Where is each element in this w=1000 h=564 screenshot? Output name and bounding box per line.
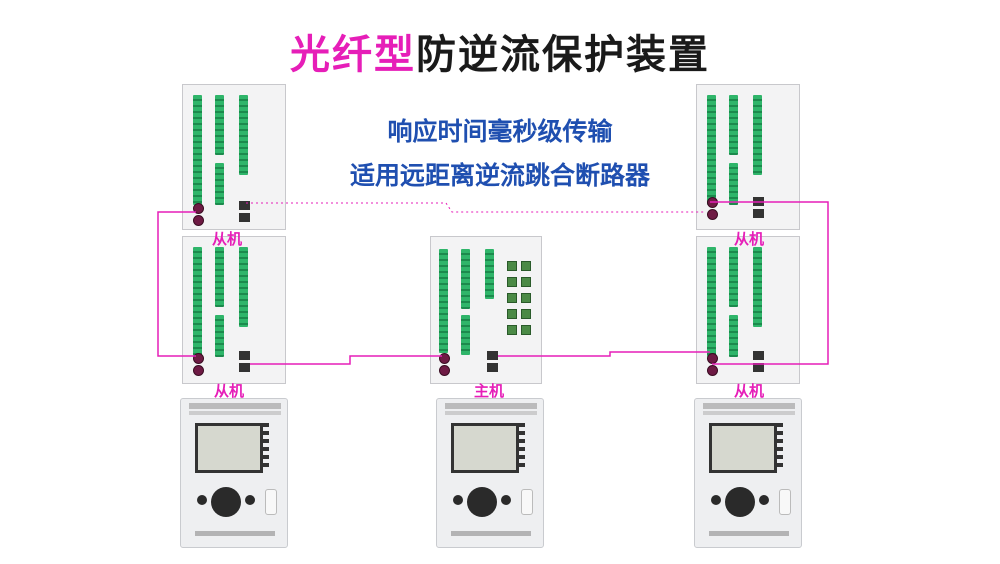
fiber-port <box>707 209 718 220</box>
relay-module <box>507 277 517 287</box>
key-button <box>453 495 463 505</box>
link-right-loop <box>710 201 829 365</box>
manufacturer-mark <box>195 531 275 536</box>
relay-module <box>521 325 531 335</box>
terminal-block <box>485 249 494 299</box>
fiber-port <box>439 365 450 376</box>
terminal-block <box>729 163 738 205</box>
terminal-block <box>215 163 224 205</box>
label-slave-top-right: 从机 <box>734 230 765 248</box>
fiber-port <box>193 203 204 214</box>
navigation-pad <box>725 487 755 517</box>
terminal-block <box>461 315 470 355</box>
fiber-port <box>439 353 450 364</box>
terminal-block <box>439 249 448 353</box>
terminal-block <box>729 315 738 357</box>
terminal-block <box>707 247 716 357</box>
terminal-block <box>239 95 248 175</box>
terminal-block <box>215 247 224 307</box>
fiber-port <box>193 215 204 226</box>
terminal-block <box>461 249 470 309</box>
terminal-block <box>729 247 738 307</box>
link-left-loop <box>157 211 196 357</box>
fiber-port <box>193 353 204 364</box>
terminal-block <box>753 95 762 175</box>
terminal-block <box>215 95 224 155</box>
relay-module <box>507 261 517 271</box>
relay-module <box>521 277 531 287</box>
navigation-pad <box>211 487 241 517</box>
panel-brand <box>445 403 537 409</box>
lcd-display <box>709 423 777 473</box>
terminal-block <box>239 247 248 327</box>
card-slot <box>779 489 791 515</box>
device-rear-top-right <box>696 84 800 230</box>
relay-module <box>521 261 531 271</box>
device-rear-bottom-left <box>182 236 286 384</box>
front-panel-right <box>694 398 802 548</box>
card-slot <box>265 489 277 515</box>
label-slave-top-left: 从机 <box>212 230 243 248</box>
key-button <box>759 495 769 505</box>
link-master-to-right <box>498 351 710 357</box>
ethernet-port <box>753 363 764 372</box>
label-slave-bottom-left: 从机 <box>214 382 245 400</box>
key-button <box>711 495 721 505</box>
device-rear-top-left <box>182 84 286 230</box>
ethernet-port <box>753 351 764 360</box>
key-button <box>245 495 255 505</box>
panel-model <box>189 411 281 415</box>
function-keys <box>261 423 269 467</box>
panel-brand <box>189 403 281 409</box>
manufacturer-mark <box>709 531 789 536</box>
ethernet-port <box>239 201 250 210</box>
relay-module <box>521 309 531 319</box>
title-highlight: 光纤型 <box>290 32 416 78</box>
ethernet-port <box>487 351 498 360</box>
key-button <box>197 495 207 505</box>
link-top-dotted <box>246 202 706 213</box>
terminal-block <box>753 247 762 327</box>
label-slave-bottom-right: 从机 <box>734 382 765 400</box>
fiber-port <box>193 365 204 376</box>
ethernet-port <box>487 363 498 372</box>
link-left-to-master <box>250 355 442 365</box>
ethernet-port <box>239 351 250 360</box>
subtitle-long-distance: 适用远距离逆流跳合断路器 <box>349 161 650 190</box>
relay-module <box>507 309 517 319</box>
ethernet-port <box>753 209 764 218</box>
terminal-block <box>215 315 224 357</box>
card-slot <box>521 489 533 515</box>
terminal-block <box>729 95 738 155</box>
panel-model <box>445 411 537 415</box>
panel-brand <box>703 403 795 409</box>
key-button <box>501 495 511 505</box>
terminal-block <box>707 95 716 205</box>
function-keys <box>517 423 525 467</box>
page-title: 光纤型防逆流保护装置 <box>0 22 1000 80</box>
function-keys <box>775 423 783 467</box>
front-panel-master <box>436 398 544 548</box>
terminal-block <box>193 95 202 205</box>
label-master: 主机 <box>474 382 505 400</box>
fiber-port <box>707 365 718 376</box>
terminal-block <box>193 247 202 357</box>
relay-module <box>507 293 517 303</box>
relay-module <box>521 293 531 303</box>
device-rear-master <box>430 236 542 384</box>
subtitle-response-time: 响应时间毫秒级传输 <box>387 117 613 146</box>
device-rear-bottom-right <box>696 236 800 384</box>
manufacturer-mark <box>451 531 531 536</box>
ethernet-port <box>239 213 250 222</box>
title-rest: 防逆流保护装置 <box>416 32 710 78</box>
relay-module <box>507 325 517 335</box>
panel-model <box>703 411 795 415</box>
navigation-pad <box>467 487 497 517</box>
front-panel-left <box>180 398 288 548</box>
ethernet-port <box>239 363 250 372</box>
